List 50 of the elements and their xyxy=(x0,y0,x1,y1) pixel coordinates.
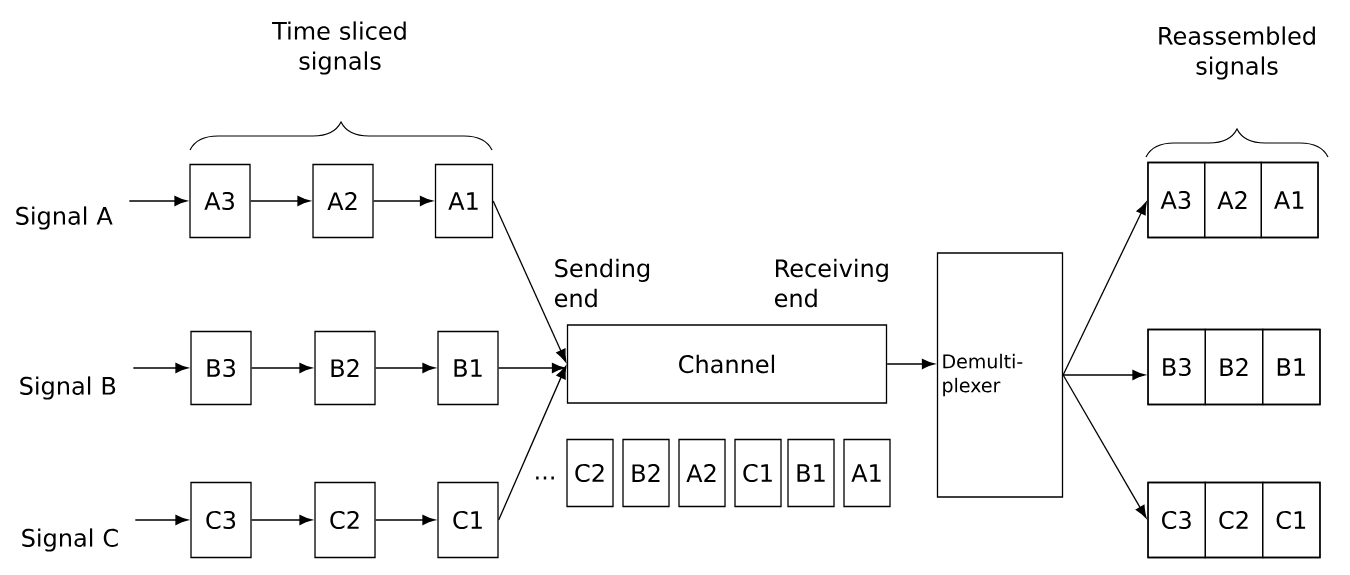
caption-label: Reassembled signals xyxy=(1159,26,1315,80)
packet-box: A1 xyxy=(843,438,891,508)
slice-box: B1 xyxy=(437,330,499,406)
slice-box: B3 xyxy=(190,330,252,406)
segment-cell: B2 xyxy=(1204,328,1264,406)
packet-box: C2 xyxy=(566,438,614,508)
annotation-label: Receiving end xyxy=(774,258,888,308)
segment-cell: B3 xyxy=(1147,328,1206,406)
arrow xyxy=(1062,374,1147,519)
arrow xyxy=(492,200,567,363)
segment-cell: A3 xyxy=(1147,161,1206,239)
slice-box: A3 xyxy=(189,163,251,239)
arrow xyxy=(375,514,436,525)
signal-label: Signal C xyxy=(22,528,118,552)
slice-box: C1 xyxy=(437,481,499,559)
segment-cell: B1 xyxy=(1262,328,1321,406)
channel-box: Channel xyxy=(566,324,888,404)
arrow xyxy=(1062,201,1147,376)
arrow xyxy=(134,514,189,525)
arrow xyxy=(250,195,311,206)
arrow xyxy=(1062,369,1146,380)
arrow xyxy=(251,514,313,525)
arrow xyxy=(373,195,433,206)
slice-box: C3 xyxy=(190,481,252,559)
packet-box: B2 xyxy=(622,438,670,508)
slice-box: B2 xyxy=(314,330,376,406)
demultiplexer-box: Demulti- plexer xyxy=(936,252,1064,498)
slice-box: C2 xyxy=(314,481,376,559)
arrow xyxy=(886,358,935,369)
segment-cell: C3 xyxy=(1147,481,1206,559)
arrow xyxy=(251,362,313,373)
arrow xyxy=(128,195,188,206)
annotation-label: Sending end xyxy=(555,258,650,308)
segment-cell: A1 xyxy=(1260,161,1319,239)
packet-box: C1 xyxy=(734,438,782,508)
arrow xyxy=(498,362,565,373)
caption-label: Time sliced signals xyxy=(272,21,406,75)
slice-box: A1 xyxy=(434,163,494,239)
packet-box: B1 xyxy=(787,438,835,508)
ellipsis: ... xyxy=(536,476,554,480)
arrow xyxy=(375,362,436,373)
segment-cell: C2 xyxy=(1204,481,1264,559)
arrow xyxy=(132,362,189,373)
segment-cell: A2 xyxy=(1204,161,1262,239)
signal-label: Signal B xyxy=(20,376,116,400)
slice-box: A2 xyxy=(312,163,374,239)
arrow xyxy=(498,365,567,521)
packet-box: A2 xyxy=(678,438,726,508)
segment-cell: C1 xyxy=(1262,481,1321,559)
signal-label: Signal A xyxy=(16,206,113,230)
